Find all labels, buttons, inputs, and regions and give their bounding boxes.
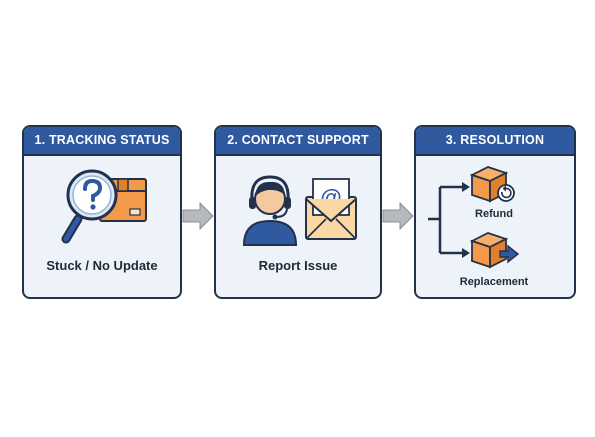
step-panel-contact-support: 2. CONTACT SUPPORT @ Report Issue [214,125,382,299]
email-envelope-icon: @ [305,178,357,240]
flow-arrow-1 [182,201,214,231]
package-replacement-icon [469,232,520,269]
tracking-illustration [61,169,147,244]
package-refund-icon [469,166,515,203]
step-title: 3. RESOLUTION [416,127,574,156]
outcome-label-replacement: Replacement [459,276,529,288]
step-panel-tracking-status: 1. TRACKING STATUS Stuck / No Update [22,125,182,299]
branch-arrow-icon [428,182,470,258]
support-illustration: @ [242,175,357,246]
support-agent-headset-icon [242,175,298,246]
step-title: 2. CONTACT SUPPORT [216,127,380,156]
step-caption: Report Issue [258,258,338,273]
outcome-label-refund: Refund [475,208,513,220]
flow-arrow-2 [382,201,414,231]
step-panel-resolution: 3. RESOLUTION Refund Replacement [414,125,576,299]
magnifier-question-icon [61,169,118,244]
step-title: 1. TRACKING STATUS [24,127,180,156]
step-caption: Stuck / No Update [46,258,158,273]
